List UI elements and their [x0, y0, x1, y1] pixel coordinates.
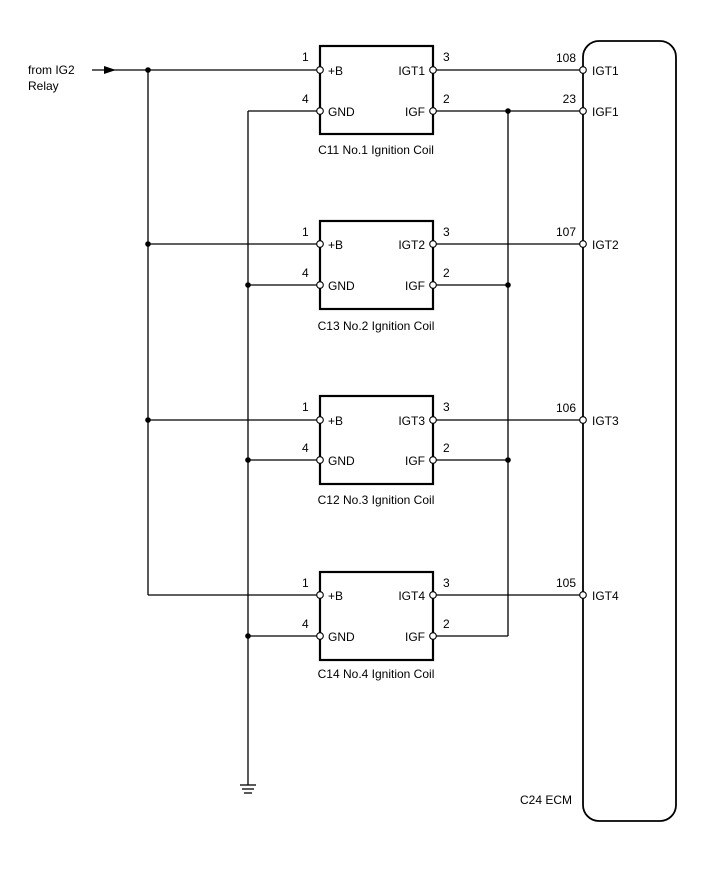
ecm-pin-number: 106: [556, 401, 576, 415]
pin-terminal-icon: [316, 281, 324, 289]
pin-number-b: 1: [302, 576, 309, 590]
terminal-label-b: +B: [328, 64, 343, 78]
ecm-pin-number: 107: [556, 225, 576, 239]
pin-terminal-icon: [429, 416, 437, 424]
ecm-pin-icon: [579, 240, 587, 248]
terminal-label-igf: IGF: [405, 630, 425, 644]
pin-number-gnd: 4: [302, 266, 309, 280]
pin-terminal-icon: [429, 66, 437, 74]
ignition-coil-4: 1 4 3 2 +B GND IGT4 IGF C14 No.4 Ignitio…: [302, 570, 450, 681]
power-junction-dot: [145, 417, 151, 423]
ignition-coil-3: 1 4 3 2 +B GND IGT3 IGF C12 No.3 Ignitio…: [302, 394, 450, 507]
ground-icon: [240, 784, 256, 794]
source-label-line2: Relay: [28, 79, 59, 93]
ecm-pin-label: IGT3: [592, 414, 619, 428]
pin-number-b: 1: [302, 400, 309, 414]
ground-junction-dot: [245, 457, 251, 463]
pin-terminal-icon: [429, 240, 437, 248]
terminal-label-gnd: GND: [328, 630, 355, 644]
coil-name: C11 No.1 Ignition Coil: [318, 143, 434, 157]
pin-terminal-icon: [429, 456, 437, 464]
terminal-label-gnd: GND: [328, 279, 355, 293]
terminal-label-igf: IGF: [405, 454, 425, 468]
ecm-pin-icon: [579, 416, 587, 424]
terminal-label-b: +B: [328, 238, 343, 252]
power-junction-dot: [145, 241, 151, 247]
pin-terminal-icon: [316, 240, 324, 248]
terminal-label-igt: IGT2: [398, 238, 425, 252]
coil-name: C14 No.4 Ignition Coil: [318, 667, 435, 681]
igf-junction-dot: [505, 108, 511, 114]
ecm-block: 108 23 107 106 105 IGT1 IGF1 IGT2 IGT3 I…: [520, 40, 677, 822]
ecm-pin-icon: [579, 591, 587, 599]
pin-number-gnd: 4: [302, 92, 309, 106]
ecm-pin-number: 105: [556, 576, 576, 590]
coil-box: [318, 570, 435, 662]
pin-terminal-icon: [429, 591, 437, 599]
terminal-label-b: +B: [328, 589, 343, 603]
terminal-label-igf: IGF: [405, 279, 425, 293]
pin-terminal-icon: [316, 456, 324, 464]
coil-box: [318, 219, 435, 311]
ground-junction-dot: [245, 633, 251, 639]
pin-terminal-icon: [316, 591, 324, 599]
ecm-pin-label: IGT1: [592, 64, 619, 78]
ecm-pin-label: IGF1: [592, 105, 619, 119]
pin-number-igt: 3: [443, 400, 450, 414]
pin-number-igf: 2: [443, 266, 450, 280]
igf-junction-dot: [505, 282, 511, 288]
ecm-box: [582, 40, 677, 822]
ecm-pin-icon: [579, 107, 587, 115]
terminal-label-gnd: GND: [328, 454, 355, 468]
ignition-coil-1: 1 4 3 2 +B GND IGT1 IGF C11 No.1 Ignitio…: [302, 44, 450, 157]
coil-name: C13 No.2 Ignition Coil: [318, 319, 435, 333]
pin-number-gnd: 4: [302, 441, 309, 455]
pin-terminal-icon: [316, 632, 324, 640]
terminal-label-igt: IGT1: [398, 64, 425, 78]
pin-terminal-icon: [429, 632, 437, 640]
ecm-pin-number: 108: [556, 51, 576, 65]
pin-terminal-icon: [316, 66, 324, 74]
pin-terminal-icon: [316, 107, 324, 115]
pin-number-b: 1: [302, 50, 309, 64]
pin-terminal-icon: [429, 107, 437, 115]
pin-number-igf: 2: [443, 617, 450, 631]
terminal-label-igt: IGT3: [398, 414, 425, 428]
ecm-name: C24 ECM: [520, 793, 572, 807]
ignition-coil-2: 1 4 3 2 +B GND IGT2 IGF C13 No.2 Ignitio…: [302, 219, 450, 333]
pin-number-igf: 2: [443, 92, 450, 106]
pin-number-igf: 2: [443, 441, 450, 455]
terminal-label-gnd: GND: [328, 105, 355, 119]
ecm-pin-number: 23: [563, 92, 577, 106]
terminal-label-igf: IGF: [405, 105, 425, 119]
terminal-label-igt: IGT4: [398, 589, 425, 603]
source-label-line1: from IG2: [28, 63, 75, 77]
coil-box: [318, 44, 435, 136]
pin-number-igt: 3: [443, 50, 450, 64]
ecm-pin-icon: [579, 66, 587, 74]
coil-name: C12 No.3 Ignition Coil: [318, 493, 435, 507]
terminal-label-b: +B: [328, 414, 343, 428]
power-junction-dot: [145, 67, 151, 73]
pin-number-gnd: 4: [302, 617, 309, 631]
pin-terminal-icon: [429, 281, 437, 289]
pin-number-b: 1: [302, 225, 309, 239]
ecm-pin-label: IGT2: [592, 238, 619, 252]
pin-number-igt: 3: [443, 576, 450, 590]
igf-junction-dot: [505, 457, 511, 463]
pin-terminal-icon: [316, 416, 324, 424]
coil-box: [318, 394, 435, 486]
ecm-pin-label: IGT4: [592, 589, 619, 603]
pin-number-igt: 3: [443, 225, 450, 239]
ground-junction-dot: [245, 282, 251, 288]
